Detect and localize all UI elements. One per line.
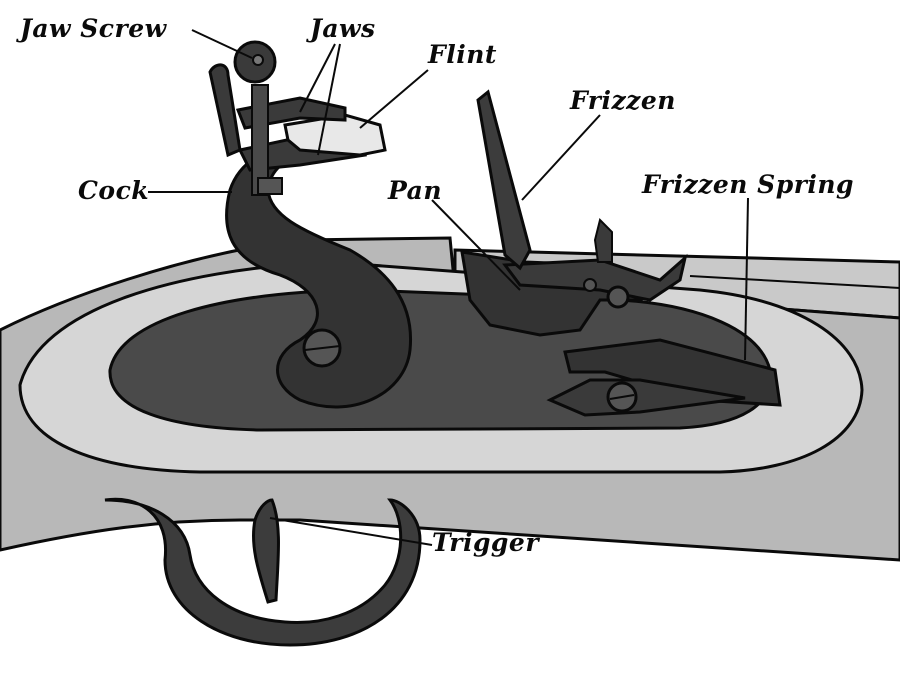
frizzen-foot [502, 253, 688, 302]
label-pan: Pan [388, 176, 443, 205]
label-jaw-screw: Jaw Screw [20, 14, 167, 43]
frizzen-spring-screw-slot [609, 394, 635, 400]
jaw-screw-threads [257, 177, 283, 195]
flint-part [283, 113, 387, 157]
label-trigger: Trigger [432, 528, 539, 557]
pan-pivot [583, 278, 597, 292]
cock-comb [208, 63, 242, 158]
frizzen-pivot [606, 285, 630, 309]
leader-jaws-upper [299, 43, 336, 113]
label-jaws: Jaws [310, 14, 376, 43]
barrel-highlight [689, 275, 900, 289]
leader-flint [359, 69, 429, 129]
leader-frizzen-spring [744, 197, 749, 361]
trigger [251, 498, 280, 604]
leader-jaws-lower [317, 43, 341, 156]
label-flint: Flint [428, 40, 497, 69]
frizzen-spring-lower [546, 378, 746, 417]
leader-jaw-screw [191, 29, 253, 59]
pan-fence [593, 218, 613, 263]
leader-frizzen [521, 114, 601, 201]
leader-lines [148, 29, 749, 546]
frizzen-spring-part [563, 338, 782, 407]
label-frizzen-spring: Frizzen Spring [642, 170, 855, 199]
jaw-screw-hole [252, 54, 264, 66]
cock-screw-slot [304, 345, 341, 351]
label-frizzen: Frizzen [570, 86, 676, 115]
trigger-guard [104, 497, 422, 647]
frizzen-part [476, 89, 532, 271]
leader-pan [431, 199, 521, 291]
label-cock: Cock [78, 176, 150, 205]
leader-trigger [269, 517, 433, 546]
